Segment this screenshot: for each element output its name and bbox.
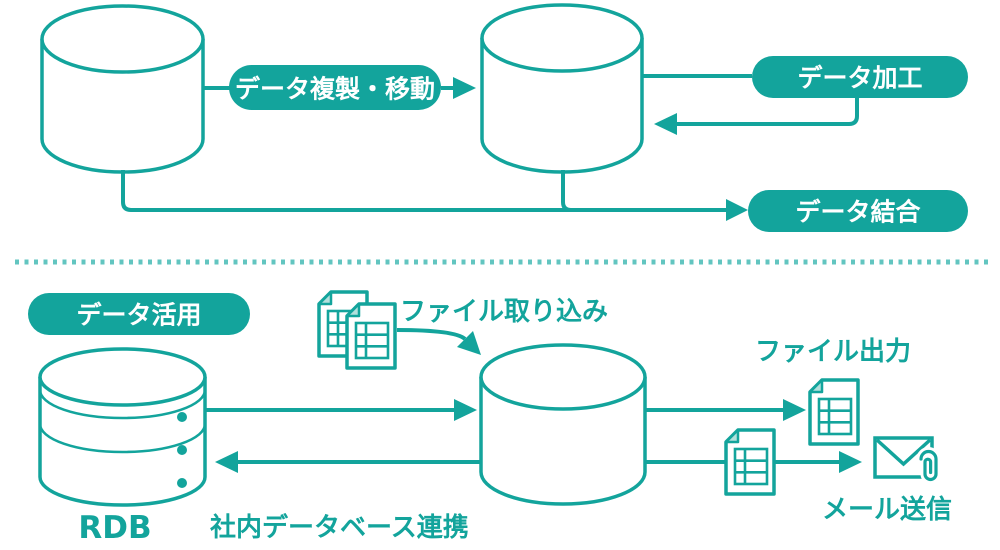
database-icon-target	[480, 3, 644, 174]
top-section: データ複製・移動 データ加工	[40, 3, 968, 232]
pill-utilization: データ活用	[28, 293, 250, 335]
database-layer-line	[38, 423, 207, 454]
pill-replicate-move: データ複製・移動	[229, 65, 441, 110]
file-import-label: ファイル取り込み	[400, 297, 608, 327]
pill-replicate-move-bg	[229, 65, 441, 110]
database-top	[38, 347, 207, 407]
arrow-databases-to-join	[121, 170, 748, 221]
file-import-icons	[317, 290, 397, 370]
database-dot	[177, 478, 187, 488]
envelope-flap	[875, 438, 932, 467]
database-icon-source	[40, 4, 205, 174]
spreadsheet-file-icon-mail-attachment	[724, 428, 776, 496]
pill-replicate-move-label: データ複製・移動	[235, 75, 435, 104]
arrow-hub-to-export-file	[645, 399, 806, 421]
database-layer-line	[38, 389, 207, 420]
pill-processing-label: データ加工	[797, 64, 922, 93]
arrow-processing-to-target	[654, 98, 859, 135]
database-top	[479, 343, 647, 411]
paperclip-icon	[916, 447, 941, 484]
database-body	[479, 377, 647, 506]
rdb-label: RDB	[78, 510, 151, 546]
spreadsheet-file-icon-export	[808, 378, 860, 446]
arrow-hub-to-rdb	[215, 451, 481, 473]
arrow-rdb-to-hub	[205, 399, 477, 421]
pill-join: データ結合	[748, 190, 968, 232]
database-top	[40, 4, 205, 74]
pill-processing-bg	[752, 56, 968, 98]
mail-envelope-icon	[873, 436, 941, 484]
internal-db-link-label: 社内データベース連携	[210, 512, 469, 543]
pill-join-label: データ結合	[795, 198, 921, 227]
pill-utilization-label: データ活用	[76, 301, 201, 330]
arrow-import-to-hub	[396, 328, 481, 355]
pill-utilization-bg	[28, 293, 250, 335]
bottom-section: データ活用 RDB ファイル取り込み	[28, 290, 952, 546]
pill-processing: データ加工	[752, 56, 968, 98]
arrow-replicate-to-target	[441, 77, 476, 99]
database-icon-hub	[479, 343, 647, 506]
database-body	[38, 377, 207, 507]
database-dot	[177, 412, 187, 422]
file-export-label: ファイル出力	[755, 337, 911, 367]
pill-join-bg	[748, 190, 968, 232]
mail-send-label: メール送信	[822, 495, 952, 525]
database-icon-rdb	[38, 347, 207, 507]
spreadsheet-file-icon-import-front	[345, 302, 397, 370]
database-top	[480, 3, 644, 73]
database-dot	[177, 445, 187, 455]
